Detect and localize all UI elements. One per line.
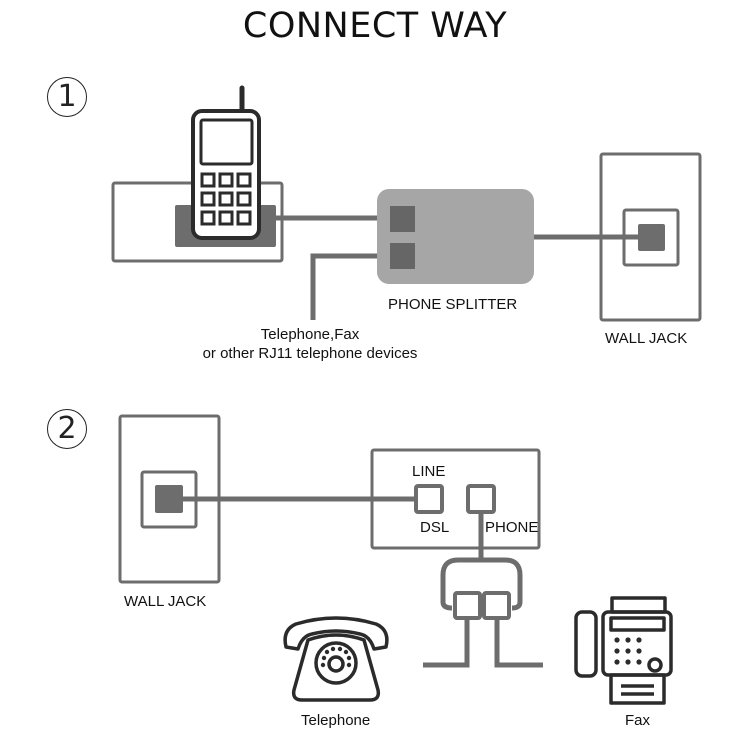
devices-label-line2: or other RJ11 telephone devices bbox=[202, 345, 418, 362]
step-1-badge: 1 bbox=[47, 77, 87, 117]
step-2-badge: 2 bbox=[47, 409, 87, 449]
dsl-filter bbox=[370, 448, 541, 550]
dsl-port-label: DSL bbox=[420, 519, 450, 536]
cordless-phone-icon bbox=[191, 85, 261, 240]
fax-icon bbox=[574, 596, 673, 705]
telephone-label: Telephone bbox=[301, 712, 371, 729]
wall-jack-1 bbox=[599, 152, 702, 322]
line-splitter bbox=[453, 591, 511, 620]
page-title: CONNECT WAY bbox=[242, 6, 508, 46]
cable-step2 bbox=[183, 496, 543, 668]
fax-label: Fax bbox=[625, 712, 651, 729]
wall-jack-2-label: WALL JACK bbox=[124, 593, 207, 610]
wall-jack-2 bbox=[118, 414, 221, 584]
splitter-label: PHONE SPLITTER bbox=[388, 296, 518, 313]
line-port-label: LINE bbox=[412, 463, 446, 480]
phone-port-label: PHONE bbox=[485, 519, 539, 536]
telephone-icon bbox=[283, 616, 389, 702]
wall-jack-1-label: WALL JACK bbox=[605, 330, 688, 347]
devices-label-line1: Telephone,Fax bbox=[260, 326, 360, 343]
phone-splitter bbox=[377, 189, 534, 284]
